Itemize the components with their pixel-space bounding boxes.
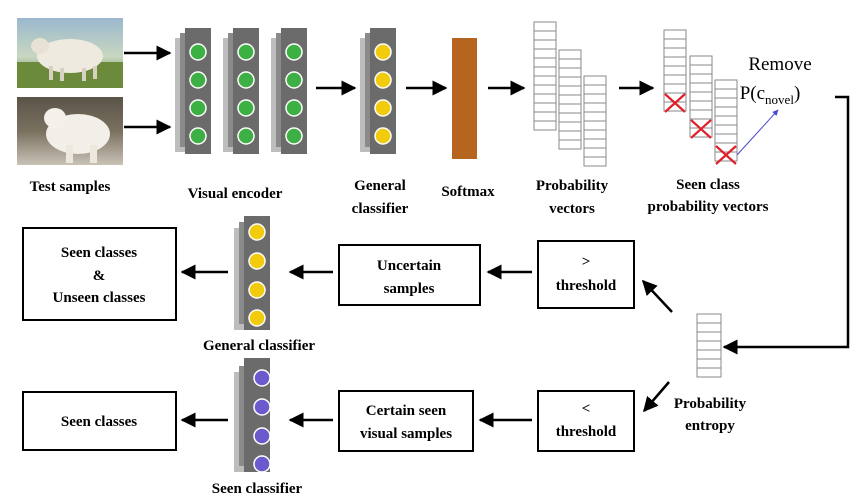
seen-unseen-label-line1: Seen classes <box>61 245 137 261</box>
remove-label-line1: Remove <box>748 54 811 75</box>
probability-vectors-label-line2: vectors <box>549 201 595 217</box>
probability-entropy-label-line1: Probability <box>674 396 747 412</box>
probability-vectors <box>533 21 607 167</box>
remove-label-line2: P(cnovel) <box>740 83 801 107</box>
seen-class-probability-vectors <box>663 29 738 165</box>
encoder-layer-1 <box>175 28 211 154</box>
seen-unseen-label-line3: Unseen classes <box>53 290 146 306</box>
arrow-entropy-to-gt <box>641 279 673 313</box>
general-classifier-top <box>360 28 396 154</box>
lt-threshold-label-line1: < <box>582 401 591 417</box>
lt-threshold-label-line2: threshold <box>556 424 617 440</box>
softmax-label: Softmax <box>441 184 495 200</box>
seen-classes-box <box>22 391 177 451</box>
lt-threshold-box <box>537 390 635 452</box>
seen-classes-label: Seen classes <box>61 414 137 430</box>
test-samples-label: Test samples <box>30 179 111 195</box>
uncertain-label-line1: Uncertain <box>377 258 442 274</box>
encoder-layer-3 <box>271 28 307 154</box>
polar-bear-image <box>17 97 123 165</box>
arrow-remove-to-entropy <box>722 95 850 355</box>
seen-unseen-classes-box <box>22 227 177 321</box>
gt-threshold-label-line2: threshold <box>556 278 617 294</box>
visual-encoder <box>175 28 307 154</box>
seen-classifier-label: Seen classifier <box>212 481 303 497</box>
seen-class-prob-label-line1: Seen class <box>676 177 740 193</box>
seen-unseen-label-line2: & <box>93 268 106 284</box>
probability-vectors-label-line1: Probability <box>536 178 609 194</box>
general-classifier-label-line2: classifier <box>352 201 409 217</box>
seen-classifier <box>234 358 271 473</box>
seen-class-prob-label-line2: probability vectors <box>648 199 769 215</box>
cross-icon <box>664 93 737 165</box>
gt-threshold-label-line1: > <box>582 254 591 270</box>
uncertain-samples-box <box>338 244 481 306</box>
general-classifier-mid <box>234 216 270 330</box>
blue-pointer-arrow <box>736 109 779 156</box>
certain-label-line2: visual samples <box>360 426 452 442</box>
arrow-entropy-to-lt <box>643 381 670 413</box>
general-classifier-label-line1: General <box>354 178 406 194</box>
encoder-layer-2 <box>223 28 259 154</box>
visual-encoder-label: Visual encoder <box>188 186 283 202</box>
softmax-bar <box>452 38 477 159</box>
sheep-image <box>17 18 123 88</box>
probability-entropy-label-line2: entropy <box>685 418 735 434</box>
uncertain-label-line2: samples <box>384 281 435 297</box>
gt-threshold-box <box>537 240 635 309</box>
probability-entropy-vector <box>696 313 722 378</box>
certain-samples-box <box>338 390 474 452</box>
general-classifier-mid-label: General classifier <box>203 338 315 354</box>
certain-label-line1: Certain seen <box>366 403 447 419</box>
